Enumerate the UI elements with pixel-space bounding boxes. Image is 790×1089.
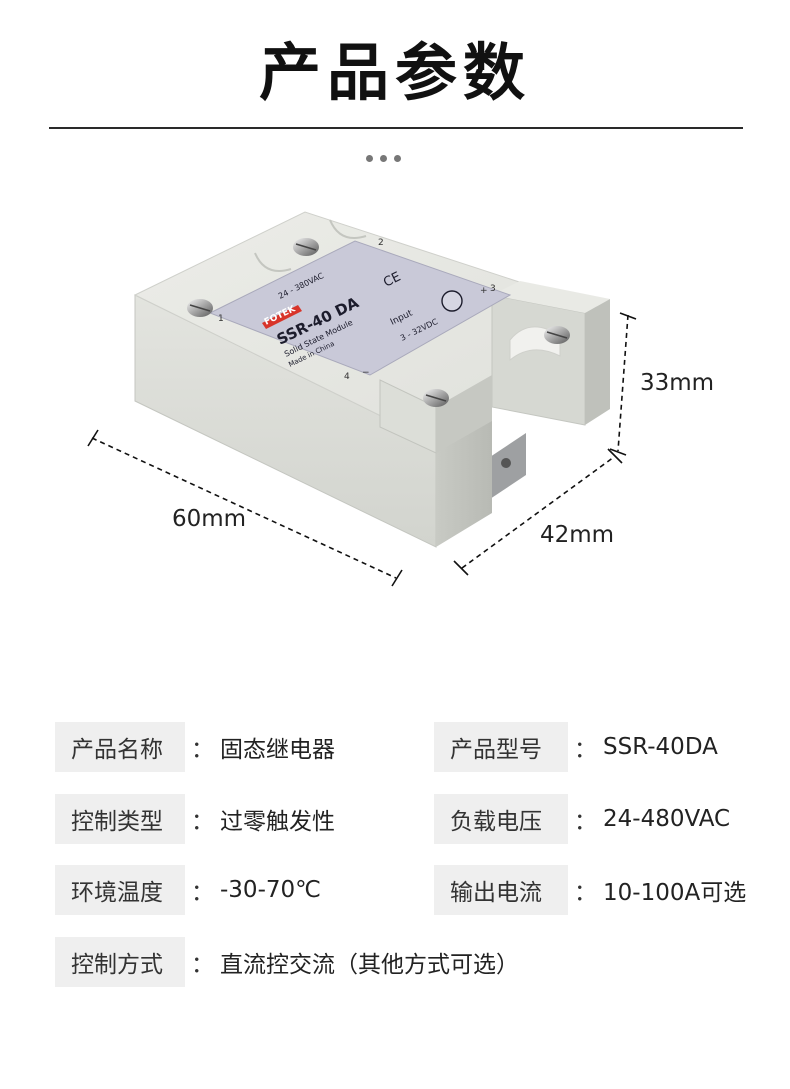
spec-row-name: 产品名称 ： 固态继电器 [55,722,335,772]
plus-sign: + [480,286,488,296]
spec-row-output-current: 输出电流 ： 10-100A可选 [434,865,746,915]
relay-label [208,240,512,376]
dimension-length-line [87,429,403,587]
spec-row-control-mode: 控制方式 ： 直流控交流（其他方式可选） [55,937,519,987]
spec-colon: ： [191,809,214,835]
screw-terminal-3 [544,326,570,344]
spec-row-model: 产品型号 ： SSR-40DA [434,722,718,772]
dot [394,155,401,162]
ce-mark: CE [381,270,403,291]
spec-label: 输出电流 [434,865,568,915]
spec-colon: ： [574,809,597,835]
spec-row-control: 控制类型 ： 过零触发性 [55,794,335,844]
spec-label: 环境温度 [55,865,185,915]
screw-terminal-2 [293,238,319,256]
dimension-length-label: 60mm [172,506,247,532]
indicator-led [441,290,463,312]
spec-label: 产品型号 [434,722,568,772]
title-divider [49,127,743,129]
spec-value: 直流控交流（其他方式可选） [220,952,519,978]
terminal-1-label: 1 [218,314,224,324]
screw-terminal-4 [423,389,449,407]
dimension-height-label: 33mm [640,370,715,396]
spec-label: 控制方式 [55,937,185,987]
terminal-2-label: 2 [378,238,384,248]
ellipsis-dots [366,155,401,162]
terminal-3-label: 3 [490,284,496,294]
spec-colon: ： [191,952,214,978]
spec-colon: ： [191,737,214,763]
spec-label: 产品名称 [55,722,185,772]
spec-value: 24-480VAC [603,806,731,832]
spec-row-env-temp: 环境温度 ： -30-70℃ [55,865,321,915]
spec-colon: ： [191,880,214,906]
screw-terminal-1 [187,299,213,317]
spec-label: 负载电压 [434,794,568,844]
spec-colon: ： [574,737,597,763]
spec-value: -30-70℃ [220,877,321,903]
spec-value: 固态继电器 [220,737,335,763]
spec-value: 过零触发性 [220,809,335,835]
brand-logo [262,305,302,329]
spec-value: 10-100A可选 [603,880,747,906]
product-image: FOTEK SSR-40 DA Solid State Module Made … [87,211,637,587]
spec-row-load-voltage: 负载电压 ： 24-480VAC [434,794,730,844]
dot [380,155,387,162]
dimension-height-line [609,312,637,456]
minus-sign: − [362,368,370,378]
dot [366,155,373,162]
terminal-4-label: 4 [344,372,350,382]
spec-label: 控制类型 [55,794,185,844]
spec-value: SSR-40DA [603,734,718,760]
dimension-width-line [453,448,623,576]
page-title: 产品参数 [258,36,531,109]
spec-colon: ： [574,880,597,906]
dimension-width-label: 42mm [540,522,615,548]
